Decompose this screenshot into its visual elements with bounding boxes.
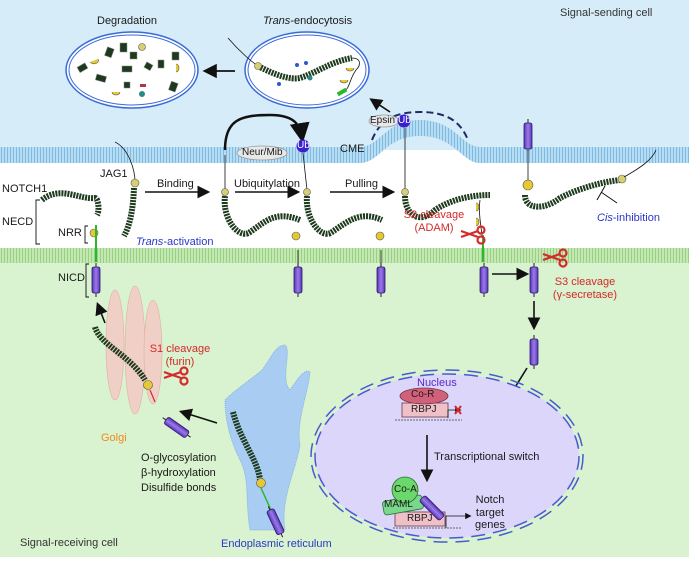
s3-cleavage-label: S3 cleavage(γ-secretase) <box>540 276 630 301</box>
cis-inhibition-label: Cis-inhibition <box>597 212 660 225</box>
notch-target-genes-label: Notch target genes <box>470 494 510 532</box>
ub-epsin <box>397 114 411 128</box>
endoplasmic-reticulum <box>224 344 311 531</box>
endocytosis-arrow <box>369 98 391 113</box>
synaptic-space-bg <box>0 150 689 262</box>
neur-mib-protein <box>236 145 288 161</box>
s2-cleavage-label: S2 cleavage(ADAM) <box>394 209 474 234</box>
golgi-notch <box>92 325 156 403</box>
activator-complex <box>382 476 472 529</box>
co-r-protein <box>399 387 449 405</box>
golgi-to-membrane-arrow <box>95 302 108 324</box>
nicd-bar-2 <box>293 262 303 298</box>
er-to-golgi-arrow <box>178 408 218 424</box>
cis-inhibition-rest: -inhibition <box>612 212 660 224</box>
sending-cell-label: Signal-sending cell <box>560 7 653 19</box>
necd-label: NECD <box>2 216 34 228</box>
trans-activation-italic: Trans <box>136 236 164 248</box>
binding-label: Binding <box>157 178 194 190</box>
ubiquitylation-label: Ubiquitylation <box>234 178 301 190</box>
ub-label-epsin: Ub <box>398 115 411 126</box>
golgi-label: Golgi <box>101 432 127 444</box>
s1-enzyme: (furin) <box>165 355 195 368</box>
cme-label: CME <box>340 143 365 155</box>
neur-mib-label: Neur/Mib <box>242 147 283 158</box>
ligand-receptor-complex-ub <box>221 155 302 241</box>
s2-title: S2 cleavage <box>403 209 465 221</box>
notch1-label: NOTCH1 <box>2 183 48 195</box>
s2-enzyme: (ADAM) <box>414 221 454 234</box>
pulling-label: Pulling <box>345 178 379 190</box>
transcriptional-switch-label: Transcriptional switch <box>434 451 540 463</box>
target-line: genes <box>475 519 505 532</box>
nicd-bracket <box>85 263 89 298</box>
maml-label: MAML <box>384 499 413 510</box>
target-line: target <box>475 506 505 519</box>
ligand-receptor-complex-pulling <box>303 188 385 241</box>
target-line: Notch <box>475 494 505 506</box>
ligand-receptor-complex-s2 <box>402 192 491 262</box>
trans-activation-rest: -activation <box>163 236 214 248</box>
nrr-bracket <box>84 225 88 244</box>
modification-item: β-hydroxylation <box>141 466 216 479</box>
nucleus <box>310 369 584 543</box>
golgi-apparatus <box>105 285 163 415</box>
modification-item: O-glycosylation <box>141 452 217 464</box>
inhibition-bar <box>596 185 618 204</box>
s1-cleavage-label: S1 cleavage(furin) <box>140 343 220 368</box>
trans-activation-label: Trans-activation <box>136 236 213 249</box>
jag1-label: JAG1 <box>100 168 128 180</box>
notch1-receptor <box>40 190 102 262</box>
trans-endocytosis-italic: Trans <box>263 15 291 27</box>
receiving-cell-label: Signal-receiving cell <box>20 537 118 549</box>
nicd-bar-released <box>529 334 539 370</box>
cis-inhibition-complex <box>522 118 657 210</box>
er-label: Endoplasmic reticulum <box>221 538 332 550</box>
jag1-ligand <box>114 141 140 238</box>
rbpj-active <box>394 511 446 527</box>
nicd-bar-4 <box>479 262 489 298</box>
co-a-protein <box>391 476 419 504</box>
blocked-x-icon <box>454 405 462 415</box>
nrr-label: NRR <box>58 227 82 239</box>
nicd-bar-s3 <box>529 262 539 298</box>
s3-title: S3 cleavage <box>554 276 616 288</box>
s3-enzyme: (γ-secretase) <box>552 288 618 301</box>
nicd-bar-1 <box>91 262 101 298</box>
ubiquitylation-curved-arrow <box>223 113 310 151</box>
degradation-label: Degradation <box>97 15 157 27</box>
ub-neur <box>296 139 310 153</box>
cis-inhibition-italic: Cis <box>597 212 613 224</box>
modification-item: Disulfide bonds <box>141 481 217 494</box>
modifications-list: O-glycosylation β-hydroxylation Disulfid… <box>141 451 216 496</box>
nucleus-label: Nucleus <box>417 377 457 389</box>
nicd-label: NICD <box>58 272 85 284</box>
co-a-label: Co-A <box>394 484 417 495</box>
trans-endocytosis-label: Trans-endocytosis <box>263 15 352 28</box>
nicd-bar-3 <box>376 262 386 298</box>
degradation-vesicle <box>65 31 199 109</box>
epsin-label: Epsin <box>370 115 396 126</box>
rbpj-label-repressed: RBPJ <box>411 404 437 415</box>
necd-bracket <box>35 199 40 245</box>
co-r-label: Co-R <box>411 389 435 400</box>
trans-endocytosis-vesicle <box>227 31 370 109</box>
er-notch <box>230 411 272 511</box>
receiving-cell-membrane <box>0 248 689 263</box>
rbpj-label-active: RBPJ <box>407 513 433 524</box>
repressor-complex <box>395 387 462 421</box>
s1-title: S1 cleavage <box>149 343 211 355</box>
ub-label-neur: Ub <box>297 140 310 151</box>
trans-endocytosis-rest: -endocytosis <box>290 15 353 27</box>
